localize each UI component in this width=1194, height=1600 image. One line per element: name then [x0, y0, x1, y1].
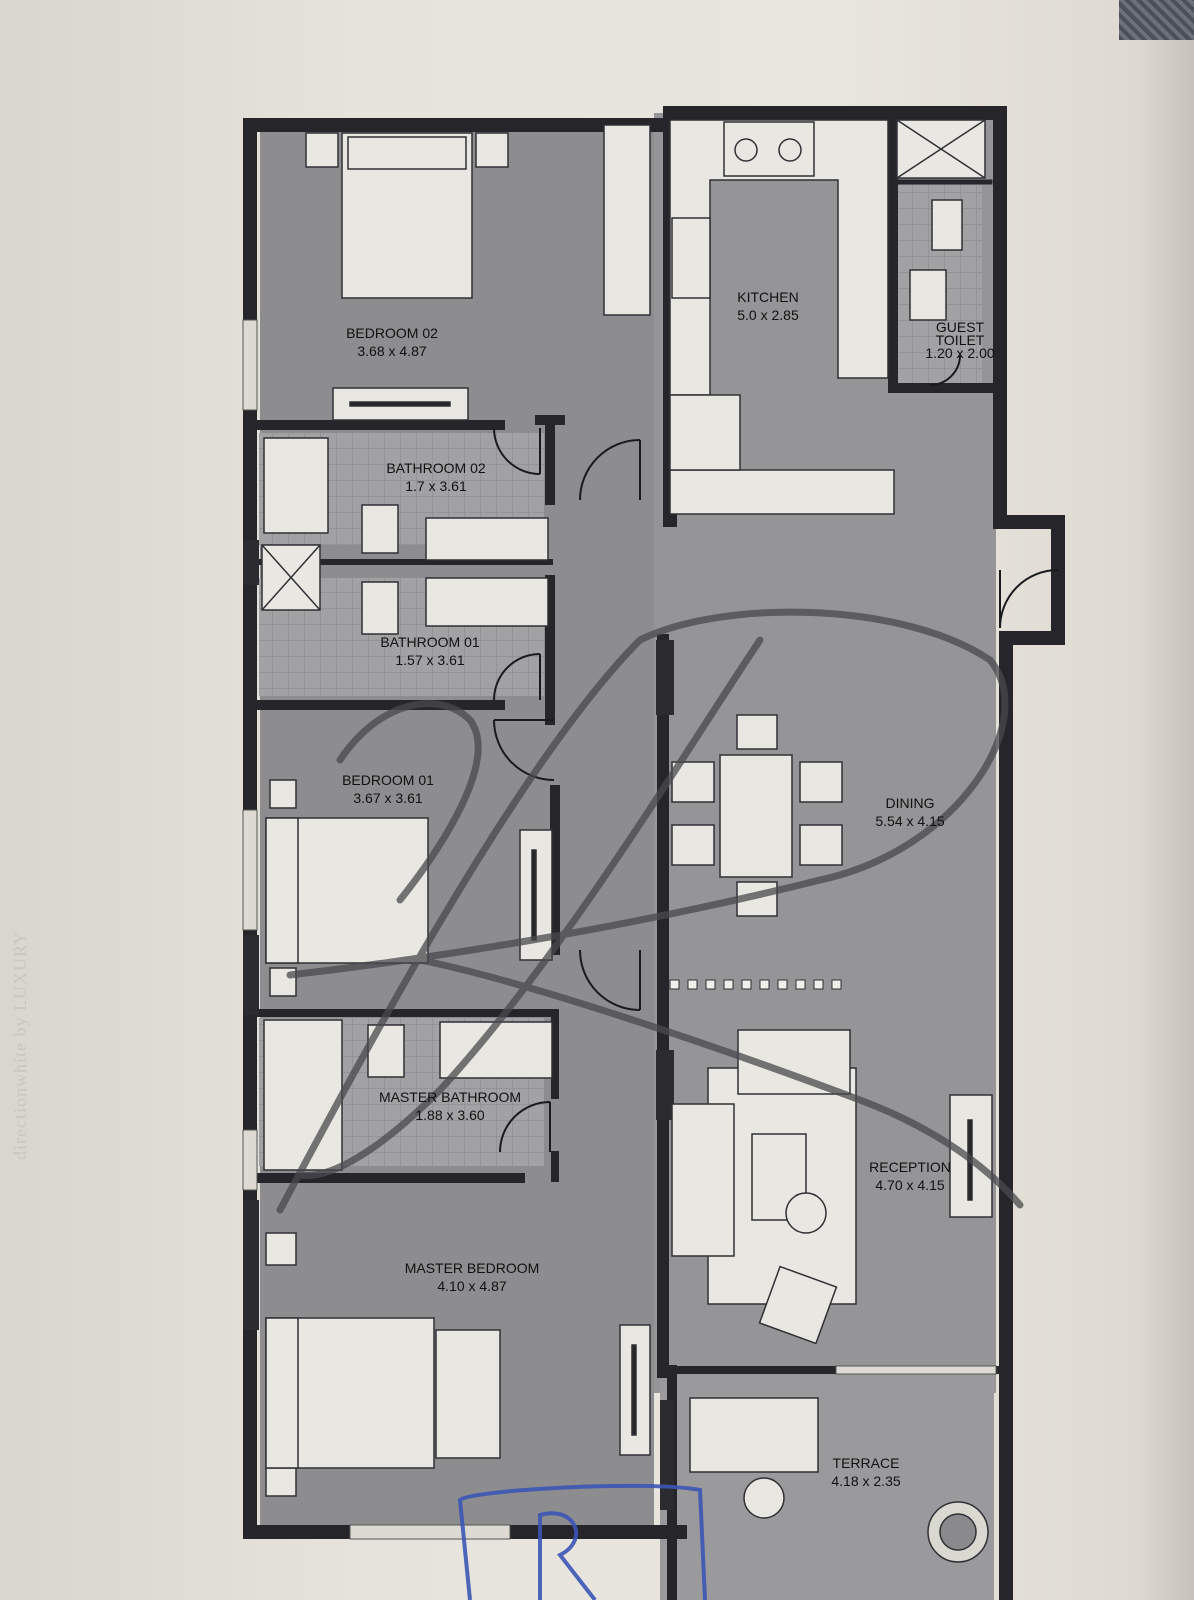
columns [243, 540, 674, 1510]
furniture [261, 119, 993, 1563]
signature-watermark [276, 608, 1024, 1214]
fabric-corner [1119, 0, 1194, 40]
page-edge [1134, 0, 1194, 1600]
windows [242, 319, 997, 1540]
stamp [457, 1483, 707, 1600]
partition-dots [669, 979, 842, 990]
doors [493, 354, 1059, 1153]
